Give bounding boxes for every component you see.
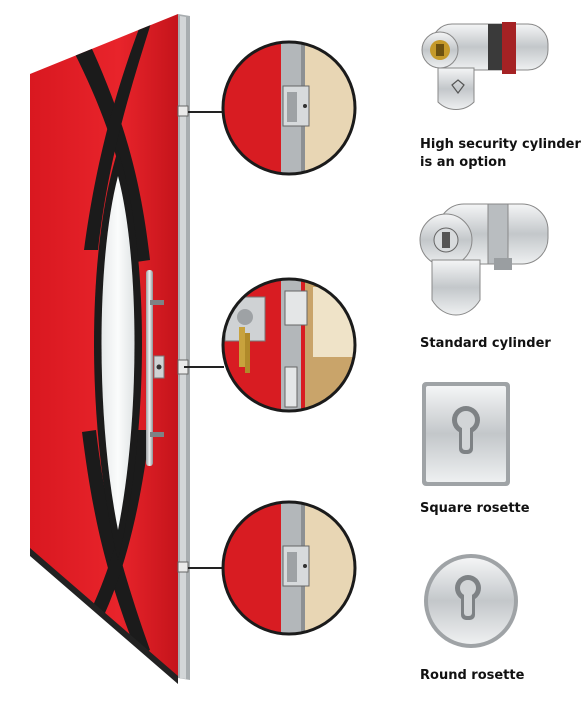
high-security-cylinder-icon bbox=[421, 22, 549, 110]
standard-cylinder-icon bbox=[419, 203, 549, 316]
option-standard-label: Standard cylinder bbox=[420, 335, 585, 353]
leader-line-middle bbox=[184, 366, 224, 368]
option-high-security-label: High security cylinder is an option bbox=[420, 136, 585, 172]
leader-line-top bbox=[188, 111, 224, 113]
leader-line-bottom bbox=[188, 567, 224, 569]
option-label-line1: Round rosette bbox=[420, 668, 525, 683]
round-rosette-icon bbox=[424, 554, 518, 648]
option-square-rosette-label: Square rosette bbox=[420, 500, 585, 518]
zoom-top-lock-point bbox=[221, 40, 357, 176]
option-label-line1: Standard cylinder bbox=[420, 336, 551, 351]
option-round-rosette-label: Round rosette bbox=[420, 667, 585, 685]
option-label-line1: Square rosette bbox=[420, 501, 530, 516]
option-label-line1: High security cylinder bbox=[420, 137, 581, 152]
zoom-middle-lock-cylinder bbox=[221, 277, 357, 413]
red-door-illustration bbox=[30, 14, 190, 684]
square-rosette-icon bbox=[422, 382, 510, 486]
option-label-line2: is an option bbox=[420, 155, 507, 170]
zoom-bottom-lock-point bbox=[221, 500, 357, 636]
